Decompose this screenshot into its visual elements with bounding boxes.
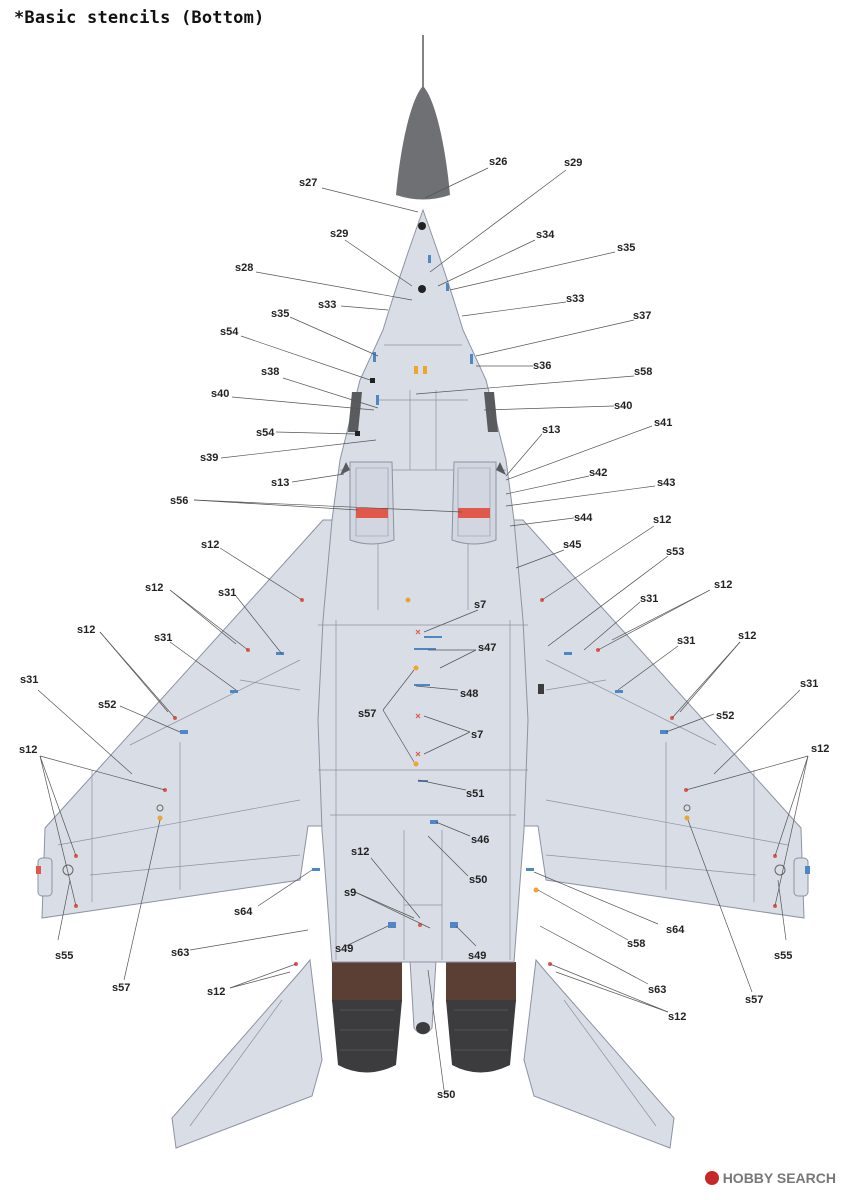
callout-s31: s31: [20, 674, 38, 686]
callout-s40: s40: [211, 388, 229, 400]
callout-s35: s35: [617, 242, 635, 254]
callout-s43: s43: [657, 477, 675, 489]
page-title: *Basic stencils (Bottom): [14, 8, 265, 28]
callout-s55: s55: [55, 950, 73, 962]
callout-s54: s54: [256, 427, 275, 439]
callout-s52: s52: [98, 699, 116, 711]
hobby-search-logo-icon: [704, 1171, 719, 1185]
callout-s27: s27: [299, 177, 317, 189]
airframe: [36, 35, 810, 1149]
callout-s58: s58: [634, 366, 652, 378]
callout-s58: s58: [627, 938, 645, 950]
callout-s12: s12: [201, 539, 219, 551]
callout-s12: s12: [351, 846, 369, 858]
callout-s12: s12: [738, 630, 756, 642]
engine-nozzles: [332, 959, 516, 1073]
watermark: HOBBY SEARCH: [704, 1170, 836, 1186]
callout-s37: s37: [633, 310, 651, 322]
callout-s51: s51: [466, 788, 484, 800]
callout-s7: s7: [471, 729, 483, 741]
callout-s31: s31: [677, 635, 695, 647]
callout-s53: s53: [666, 546, 684, 558]
callout-s42: s42: [589, 467, 607, 479]
callout-s57: s57: [745, 994, 763, 1006]
callout-s29: s29: [330, 228, 348, 240]
callout-s7: s7: [474, 599, 486, 611]
callout-s12: s12: [714, 579, 732, 591]
callout-s12: s12: [145, 582, 163, 594]
callout-s9: s9: [344, 887, 356, 899]
callout-s13: s13: [271, 477, 289, 489]
callout-s35: s35: [271, 308, 289, 320]
callout-s12: s12: [77, 624, 95, 636]
callout-s64: s64: [234, 906, 253, 918]
callout-s12: s12: [653, 514, 671, 526]
fuselage: [317, 208, 529, 963]
callout-s26: s26: [489, 156, 507, 168]
callout-s49: s49: [335, 943, 353, 955]
callout-s12: s12: [668, 1011, 686, 1023]
callout-s31: s31: [154, 632, 172, 644]
callout-s12: s12: [811, 743, 829, 755]
stencil-marks: [62, 222, 786, 966]
callout-s55: s55: [774, 950, 792, 962]
right-stabilizer: [523, 958, 675, 1149]
radome: [396, 86, 450, 200]
callout-s57: s57: [358, 708, 376, 720]
callout-s52: s52: [716, 710, 734, 722]
callout-s41: s41: [654, 417, 672, 429]
callout-s50: s50: [469, 874, 487, 886]
callout-s64: s64: [666, 924, 685, 936]
callout-s34: s34: [536, 229, 555, 241]
callout-s48: s48: [460, 688, 478, 700]
callout-s28: s28: [235, 262, 253, 274]
callout-s45: s45: [563, 539, 581, 551]
callout-s13: s13: [542, 424, 560, 436]
callout-s12: s12: [207, 986, 225, 998]
leader-lines: [37, 167, 809, 1091]
callout-s31: s31: [800, 678, 818, 690]
callout-s47: s47: [478, 642, 496, 654]
callout-s36: s36: [533, 360, 551, 372]
callout-s44: s44: [574, 512, 593, 524]
callout-s39: s39: [200, 452, 218, 464]
callout-s38: s38: [261, 366, 279, 378]
callout-s50: s50: [437, 1089, 455, 1101]
callout-s12: s12: [19, 744, 37, 756]
callout-s57: s57: [112, 982, 130, 994]
callout-s31: s31: [640, 593, 658, 605]
callout-s63: s63: [648, 984, 666, 996]
callout-s40: s40: [614, 400, 632, 412]
callout-s33: s33: [566, 293, 584, 305]
callout-s49: s49: [468, 950, 486, 962]
callout-s56: s56: [170, 495, 188, 507]
callout-s31: s31: [218, 587, 236, 599]
callout-s63: s63: [171, 947, 189, 959]
callout-labels: s27 s26 s29 s29 s34 s35 s28 s33 s33 s35 …: [19, 156, 829, 1101]
callout-s29: s29: [564, 157, 582, 169]
callout-s46: s46: [471, 834, 489, 846]
callout-s33: s33: [318, 299, 336, 311]
watermark-text: HOBBY SEARCH: [722, 1170, 836, 1186]
left-stabilizer: [171, 958, 323, 1149]
callout-s54: s54: [220, 326, 239, 338]
